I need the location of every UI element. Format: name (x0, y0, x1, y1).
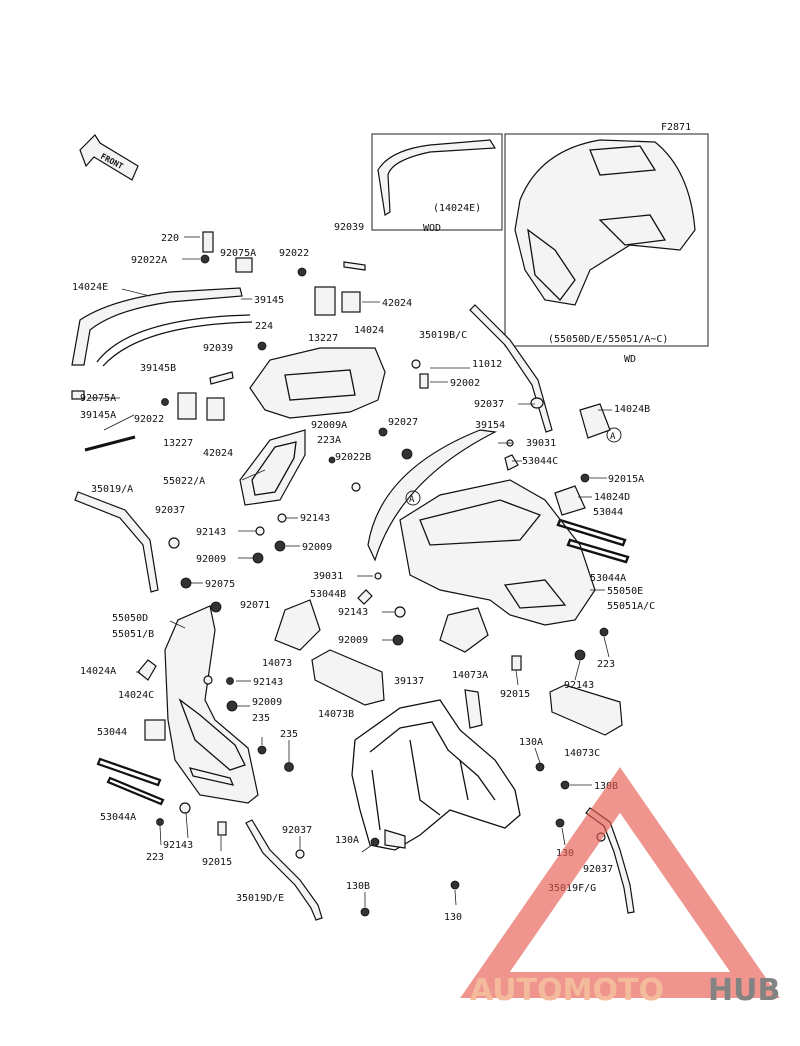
part-label: 35019F/G (548, 883, 596, 894)
part-label: 14073B (318, 709, 354, 720)
part-label: 92009 (338, 635, 368, 646)
part-label: 53044 (593, 507, 623, 518)
part-label: 92009 (302, 542, 332, 553)
part-label: 92143 (300, 513, 330, 524)
inset-wd-caption: WD (624, 354, 636, 365)
part-label: 53044A (100, 812, 136, 823)
part-label: 14024A (80, 666, 116, 677)
part-label: 14024 (354, 325, 384, 336)
part-label: 13227 (308, 333, 338, 344)
part-label: 92022B (335, 452, 371, 463)
part-label: 92037 (474, 399, 504, 410)
part-label: 235 (252, 713, 270, 724)
inset-wod: (14024E) WOD (371, 133, 503, 234)
part-label: 35019B/C (419, 330, 467, 341)
part-label: 223 (146, 852, 164, 863)
part-label: 223A (317, 435, 341, 446)
part-label: 39137 (394, 676, 424, 687)
part-label: 55051A/C (607, 601, 655, 612)
part-label: 14024B (614, 404, 650, 415)
part-label: 35019D/E (236, 893, 284, 904)
part-labels: 220 92075A 92022 92039 92022A 14024E 391… (72, 222, 655, 923)
part-label: 92015 (500, 689, 530, 700)
part-label: 42024 (203, 448, 233, 459)
part-label: 14073A (452, 670, 488, 681)
part-label: 92143 (338, 607, 368, 618)
inset-wod-caption: WOD (423, 223, 441, 234)
leader-lines (88, 236, 612, 907)
part-label: 130B (346, 881, 370, 892)
part-label: 55051/B (112, 629, 154, 640)
part-label: 14073 (262, 658, 292, 669)
part-label: 39145 (254, 295, 284, 306)
part-label: 130 (444, 912, 462, 923)
part-label: 55050E (607, 586, 643, 597)
callout-a-left: A (405, 490, 421, 506)
part-label: 92075 (205, 579, 235, 590)
part-label: 92039 (334, 222, 364, 233)
figure-code: F2871 (661, 122, 691, 133)
watermark-text-dark: HUB (708, 973, 780, 1008)
part-label: 39154 (475, 420, 505, 431)
part-label: 92143 (163, 840, 193, 851)
part-label: 92022A (131, 255, 167, 266)
front-arrow-icon: FRONT (79, 134, 139, 181)
part-label: 35019/A (91, 484, 133, 495)
svg-text:A: A (610, 432, 616, 442)
part-label: 92071 (240, 600, 270, 611)
part-label: 55050D (112, 613, 148, 624)
inset-wd-part: (55050D/E/55051/A~C) (548, 334, 668, 345)
part-label: 92037 (282, 825, 312, 836)
part-label: 92009 (196, 554, 226, 565)
inset-wd: (55050D/E/55051/A~C) WD (504, 133, 709, 365)
part-label: 53044A (590, 573, 626, 584)
part-label: 55022/A (163, 476, 205, 487)
part-label: 130A (335, 835, 359, 846)
part-label: 13227 (163, 438, 193, 449)
part-label: 14024D (594, 492, 630, 503)
part-label: 92143 (253, 677, 283, 688)
part-label: 53044B (310, 589, 346, 600)
part-label: 92143 (196, 527, 226, 538)
part-label: 130B (594, 781, 618, 792)
part-label: 224 (255, 321, 273, 332)
part-label: 130A (519, 737, 543, 748)
svg-text:A: A (409, 495, 415, 505)
callout-a-right: A (606, 427, 622, 443)
part-label: 235 (280, 729, 298, 740)
part-label: 39145A (80, 410, 116, 421)
part-label: 92037 (583, 864, 613, 875)
part-label: 92009A (311, 420, 347, 431)
part-label: 39031 (526, 438, 556, 449)
part-label: 92075A (220, 248, 256, 259)
part-label: 92075A (80, 393, 116, 404)
part-label: 92039 (203, 343, 233, 354)
part-label: 14073C (564, 748, 600, 759)
part-label: 92015 (202, 857, 232, 868)
part-label: 92027 (388, 417, 418, 428)
part-drawings (71, 231, 635, 921)
part-label: 92022 (279, 248, 309, 259)
inset-wod-part: (14024E) (433, 203, 481, 214)
watermark-logo: AUTOMOTO HUB (460, 767, 780, 1008)
part-label: 53044C (522, 456, 558, 467)
part-label: 14024C (118, 690, 154, 701)
part-label: 92009 (252, 697, 282, 708)
part-label: 223 (597, 659, 615, 670)
part-label: 39145B (140, 363, 176, 374)
part-label: 92015A (608, 474, 644, 485)
part-label: 92037 (155, 505, 185, 516)
part-label: 42024 (382, 298, 412, 309)
part-label: 92002 (450, 378, 480, 389)
part-label: 92143 (564, 680, 594, 691)
part-label: 14024E (72, 282, 108, 293)
part-label: 53044 (97, 727, 127, 738)
part-label: 92022 (134, 414, 164, 425)
watermark-text-light: AUTOMOTO (470, 973, 664, 1008)
part-label: 11012 (472, 359, 502, 370)
part-label: 220 (161, 233, 179, 244)
part-label: 39031 (313, 571, 343, 582)
